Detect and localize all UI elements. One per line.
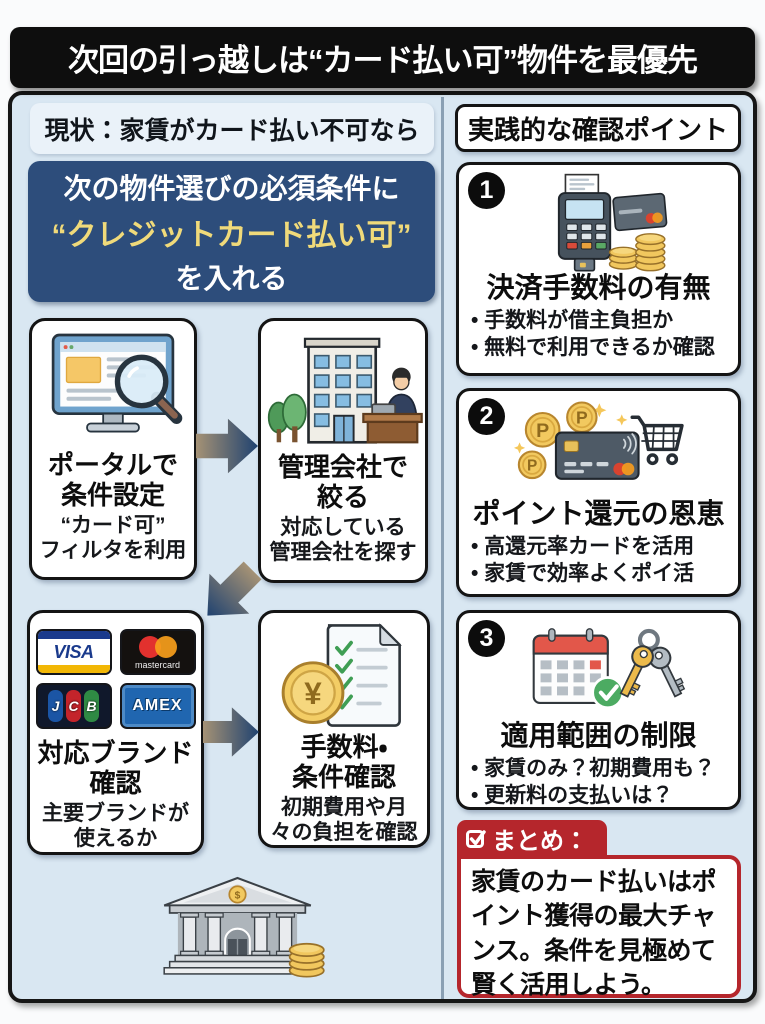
step-title: 対応ブランド 確認 [37, 738, 194, 798]
point-title: 決済手数料の有無 [486, 272, 711, 303]
point-number-badge: 1 [468, 172, 505, 209]
current-status-header: 現状：家賃がカード払い不可なら [30, 103, 434, 154]
step-subtitle: “カード可” フィルタを利用 [39, 514, 187, 563]
step-subtitle: 初期費用や月 々の負担を確認 [270, 796, 418, 845]
highlight-line-1: 次の物件選びの必須条件に [63, 172, 400, 204]
jcb-card-icon: J C B [35, 683, 112, 729]
point-title: ポイント還元の恩恵 [472, 498, 725, 529]
point-bullets: • 家賃のみ？初期費用も？ • 更新料の支払いは？ [471, 756, 716, 808]
card-brands-icon: VISA mastercard J C B AMEX [35, 629, 196, 729]
title-banner: 次回の引っ越しは“カード払い可”物件を最優先 [10, 27, 755, 88]
highlight-line-2: “クレジットカード払い可” [51, 218, 412, 252]
point-title: 適用範囲の制限 [500, 720, 697, 751]
building-agent-icon [259, 329, 427, 453]
requirement-highlight-box: 次の物件選びの必須条件に “クレジットカード払い可” を入れる [28, 161, 435, 302]
step-brand-check: VISA mastercard J C B AMEX 対応ブランド 確認 主要ブ… [27, 610, 204, 855]
column-divider [441, 97, 444, 999]
summary-text: 家賃のカード払いはポイント獲得の最大チャンス。条件を見極めて賢く活用しよう。 [471, 868, 717, 999]
step-fee-conditions: ¥ 手数料・ 条件確認 初期費用や月 々の負担を確認 [258, 610, 430, 848]
arrow-right-icon [203, 697, 259, 767]
mastercard-label: mastercard [134, 660, 180, 670]
yen-symbol: ¥ [304, 676, 322, 711]
step-subtitle: 対応している 管理会社を探す [269, 516, 417, 565]
amex-label: AMEX [132, 697, 183, 714]
mastercard-icon: mastercard [119, 629, 196, 675]
visa-label: VISA [53, 641, 94, 662]
arrow-down-left-icon [185, 548, 275, 638]
point-scope-limit: 3 [456, 610, 741, 810]
amex-card-icon: AMEX [119, 683, 196, 729]
checkpoints-header-label: 実践的な確認ポイント [467, 114, 728, 145]
svg-text:P: P [576, 408, 588, 428]
step-title: 管理会社で 絞る [277, 452, 408, 512]
summary-box: 家賃のカード払いはポイント獲得の最大チャンス。条件を見極めて賢く活用しよう。 [457, 855, 741, 999]
point-bullets: • 手数料が借主負担か • 無料で利用できるか確認 [471, 308, 715, 360]
arrow-right-icon [196, 410, 258, 482]
summary-label: まとめ： [492, 828, 588, 855]
point-number-badge: 3 [468, 620, 505, 657]
checkpoints-header: 実践的な確認ポイント [455, 104, 741, 152]
page-title: 次回の引っ越しは“カード払い可”物件を最優先 [68, 43, 698, 78]
svg-text:P: P [536, 420, 549, 442]
step-management-company: 管理会社で 絞る 対応している 管理会社を探す [258, 318, 428, 583]
svg-text:P: P [527, 457, 537, 474]
point-bullets: • 高還元率カードを活用 • 家賃で効率よくポイ活 [471, 534, 695, 586]
visa-card-icon: VISA [35, 629, 112, 675]
step-title: ポータルで 条件設定 [47, 450, 178, 510]
points-card-cart-icon: P P P [459, 397, 738, 499]
point-point-rewards: 2 P P P [456, 388, 741, 597]
summary-tab: まとめ： [457, 820, 607, 857]
point-number-badge: 2 [468, 398, 505, 435]
step-portal-filter: ポータルで 条件設定 “カード可” フィルタを利用 [29, 318, 197, 580]
highlight-line-3: を入れる [175, 262, 288, 294]
bank-coins-icon: $ [145, 853, 330, 1001]
calendar-keys-icon [459, 619, 738, 721]
point-payment-fee: 1 [456, 162, 741, 376]
step-title: 手数料・ 条件確認 [291, 732, 396, 792]
yen-checklist-icon: ¥ [269, 621, 419, 733]
dollar-symbol: $ [235, 891, 241, 902]
check-box-icon [466, 829, 486, 848]
monitor-search-icon [37, 329, 189, 451]
step-subtitle: 主要ブランドが 使えるか [42, 802, 189, 851]
payment-terminal-icon [459, 171, 738, 273]
current-status-label: 現状：家賃がカード払い不可なら [44, 116, 420, 145]
